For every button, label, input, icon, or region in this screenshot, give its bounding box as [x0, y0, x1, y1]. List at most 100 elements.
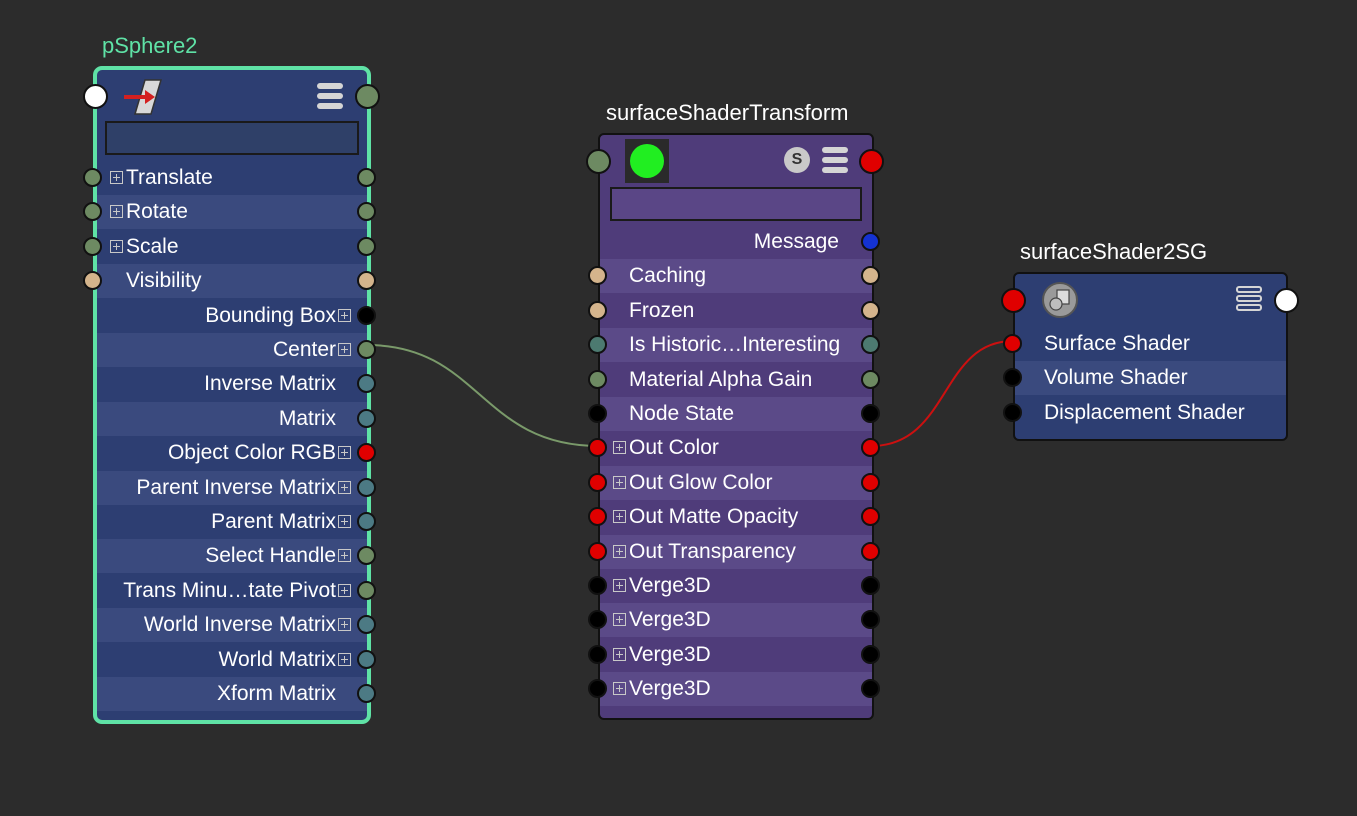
expand-plus-icon[interactable] [613, 441, 626, 455]
output-port[interactable] [861, 472, 880, 492]
output-port[interactable] [861, 610, 880, 630]
psphere-attr-row-center-5[interactable]: Center [97, 333, 376, 367]
psphere-attr-row-rotate-1[interactable]: Rotate [83, 195, 376, 230]
expand-plus-icon[interactable] [613, 579, 626, 592]
psphere-attr-row-world-inverse-matrix-13[interactable]: World Inverse Matrix [97, 608, 376, 643]
input-port[interactable] [1003, 334, 1022, 353]
expand-plus-icon[interactable] [613, 510, 626, 524]
input-port[interactable] [588, 679, 607, 699]
expand-plus-icon[interactable] [338, 549, 351, 563]
input-port[interactable] [588, 507, 607, 527]
input-port[interactable] [588, 335, 607, 355]
psphere-attr-row-parent-matrix-10[interactable]: Parent Matrix [97, 505, 376, 539]
psphere2-name-field[interactable] [105, 121, 359, 155]
output-port[interactable] [357, 340, 376, 359]
expand-plus-icon[interactable] [613, 613, 626, 627]
output-port[interactable] [861, 576, 880, 595]
shader-attr-row-is-historic-interesting-3[interactable]: Is Historic…Interesting [588, 328, 880, 363]
expand-plus-icon[interactable] [110, 171, 123, 184]
psphere2-input-port[interactable] [83, 84, 108, 109]
output-port[interactable] [861, 404, 880, 423]
expand-plus-icon[interactable] [338, 446, 351, 460]
shader-attr-row-message-0[interactable]: Message [600, 225, 880, 259]
expand-plus-icon[interactable] [338, 515, 351, 528]
psphere-attr-row-visibility-3[interactable]: Visibility [83, 264, 376, 299]
expand-plus-icon[interactable] [338, 652, 351, 666]
output-port[interactable] [357, 684, 376, 703]
expand-plus-icon[interactable] [338, 618, 351, 632]
input-port[interactable] [588, 644, 607, 664]
expand-plus-icon[interactable] [613, 647, 626, 661]
shader-attr-row-out-glow-color-7[interactable]: Out Glow Color [588, 465, 880, 500]
psphere-attr-row-trans-minu-tate-pivot-12[interactable]: Trans Minu…tate Pivot [97, 573, 376, 608]
output-port[interactable] [357, 477, 376, 497]
output-port[interactable] [357, 271, 376, 291]
output-port[interactable] [861, 679, 880, 699]
input-port[interactable] [588, 541, 607, 561]
psphere-attr-row-bounding-box-4[interactable]: Bounding Box [97, 298, 376, 333]
shader-attr-row-verge3d-11[interactable]: Verge3D [588, 603, 880, 638]
surfaceshadertransform-name-field[interactable] [610, 187, 862, 221]
shader-attr-row-verge3d-13[interactable]: Verge3D [588, 672, 880, 707]
shader-attr-row-verge3d-10[interactable]: Verge3D [588, 569, 880, 603]
output-port[interactable] [357, 649, 376, 669]
output-port[interactable] [861, 266, 880, 286]
input-port[interactable] [83, 202, 102, 222]
shader-attr-row-out-transparency-9[interactable]: Out Transparency [588, 534, 880, 569]
input-port[interactable] [1003, 402, 1022, 422]
output-port[interactable] [357, 443, 376, 463]
output-port[interactable] [861, 300, 880, 320]
surfaceshader2sg-input-port[interactable] [1001, 288, 1026, 313]
shader-attr-row-out-color-6[interactable]: Out Color [588, 431, 880, 466]
output-port[interactable] [357, 546, 376, 566]
output-port[interactable] [861, 644, 880, 664]
psphere-attr-row-xform-matrix-15[interactable]: Xform Matrix [97, 677, 376, 711]
input-port[interactable] [83, 236, 102, 256]
surfaceshadertransform-menu-icon[interactable] [822, 147, 848, 173]
output-port[interactable] [357, 580, 376, 600]
sg-attr-row-volume-shader-1[interactable]: Volume Shader [1003, 361, 1286, 396]
output-port[interactable] [861, 369, 880, 389]
input-port[interactable] [83, 271, 102, 291]
input-port[interactable] [588, 300, 607, 320]
shader-attr-row-node-state-5[interactable]: Node State [588, 397, 880, 431]
output-port[interactable] [357, 168, 376, 187]
shader-attr-row-out-matte-opacity-8[interactable]: Out Matte Opacity [588, 500, 880, 535]
surfaceshader2sg-menu-icon[interactable] [1236, 286, 1262, 312]
psphere-attr-row-matrix-7[interactable]: Matrix [97, 401, 376, 436]
psphere-attr-row-parent-inverse-matrix-9[interactable]: Parent Inverse Matrix [97, 470, 376, 505]
shader-attr-row-frozen-2[interactable]: Frozen [588, 293, 880, 328]
output-port[interactable] [861, 507, 880, 527]
output-port[interactable] [861, 541, 880, 561]
expand-plus-icon[interactable] [338, 308, 351, 322]
expand-plus-icon[interactable] [338, 583, 351, 597]
output-port[interactable] [357, 374, 376, 394]
input-port[interactable] [588, 369, 607, 389]
psphere2-output-port[interactable] [355, 84, 380, 109]
shader-attr-row-verge3d-12[interactable]: Verge3D [588, 637, 880, 672]
output-port[interactable] [357, 408, 376, 428]
input-port[interactable] [588, 404, 607, 423]
surfaceshadertransform-input-port[interactable] [586, 149, 611, 174]
sg-attr-row-surface-shader-0[interactable]: Surface Shader [1003, 327, 1286, 361]
output-port[interactable] [357, 305, 376, 325]
input-port[interactable] [1003, 368, 1022, 388]
psphere-attr-row-inverse-matrix-6[interactable]: Inverse Matrix [97, 367, 376, 402]
psphere2-menu-icon[interactable] [317, 83, 343, 109]
output-port[interactable] [357, 512, 376, 531]
psphere-attr-row-world-matrix-14[interactable]: World Matrix [97, 642, 376, 677]
expand-plus-icon[interactable] [338, 343, 351, 356]
sg-attr-row-displacement-shader-2[interactable]: Displacement Shader [1003, 395, 1286, 430]
node-title-psphere2[interactable]: pSphere2 [102, 33, 198, 58]
expand-plus-icon[interactable] [613, 475, 626, 489]
input-port[interactable] [588, 438, 607, 458]
surfaceshader2sg-output-port[interactable] [1274, 288, 1299, 313]
input-port[interactable] [588, 610, 607, 630]
expand-plus-icon[interactable] [338, 480, 351, 494]
node-title-surfaceshader2sg[interactable]: surfaceShader2SG [1020, 239, 1208, 264]
psphere-attr-row-select-handle-11[interactable]: Select Handle [97, 539, 376, 574]
s-badge-icon[interactable]: S [784, 147, 810, 173]
